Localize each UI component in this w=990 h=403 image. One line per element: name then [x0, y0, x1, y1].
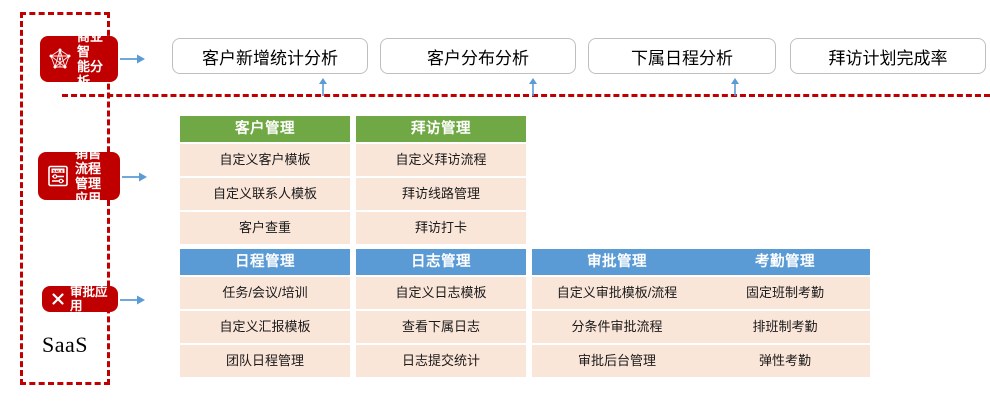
svg-text:SALE: SALE: [53, 168, 64, 173]
card-schedule-management[interactable]: 日程管理 任务/会议/培训 自定义汇报模板 团队日程管理: [180, 249, 350, 377]
card-item[interactable]: 日志提交统计: [356, 343, 526, 377]
card-item[interactable]: 自定义联系人模板: [180, 176, 350, 210]
arrow-bi-to-buttons: [120, 52, 146, 64]
badge-label: 商业智 能分析: [77, 29, 104, 89]
card-item[interactable]: 自定义拜访流程: [356, 142, 526, 176]
card-approval-management[interactable]: 审批管理 自定义审批模板/流程 分条件审批流程 审批后台管理: [532, 249, 702, 377]
card-item[interactable]: 查看下属日志: [356, 309, 526, 343]
badge-label: 销售流程 管理应用: [75, 146, 102, 206]
card-title: 日程管理: [180, 249, 350, 275]
badge-business-intelligence[interactable]: 商业智 能分析: [40, 29, 118, 89]
card-title: 考勤管理: [700, 249, 870, 275]
card-log-management[interactable]: 日志管理 自定义日志模板 查看下属日志 日志提交统计: [356, 249, 526, 377]
card-item[interactable]: 弹性考勤: [700, 343, 870, 377]
card-item[interactable]: 自定义审批模板/流程: [532, 275, 702, 309]
card-item[interactable]: 任务/会议/培训: [180, 275, 350, 309]
card-item[interactable]: 分条件审批流程: [532, 309, 702, 343]
card-attendance-management[interactable]: 考勤管理 固定班制考勤 排班制考勤 弹性考勤: [700, 249, 870, 377]
arrow-up-button-3: [729, 78, 741, 96]
card-title: 客户管理: [180, 116, 350, 142]
analysis-button-4[interactable]: 拜访计划完成率: [790, 38, 986, 74]
card-item[interactable]: 排班制考勤: [700, 309, 870, 343]
analysis-button-1[interactable]: 客户新增统计分析: [172, 38, 368, 74]
card-item[interactable]: 自定义汇报模板: [180, 309, 350, 343]
badge-approval[interactable]: 审批应用: [42, 285, 118, 313]
analysis-button-label: 拜访计划完成率: [828, 48, 948, 68]
arrow-sales-to-cards: [122, 170, 148, 182]
analysis-button-3[interactable]: 下属日程分析: [588, 38, 776, 74]
card-item[interactable]: 固定班制考勤: [700, 275, 870, 309]
arrow-up-button-1: [317, 78, 329, 96]
analysis-button-label: 下属日程分析: [631, 48, 733, 68]
card-visit-management[interactable]: 拜访管理 自定义拜访流程 拜访线路管理 拜访打卡: [356, 116, 526, 244]
card-item[interactable]: 拜访打卡: [356, 210, 526, 244]
network-graph-icon: [48, 47, 72, 71]
analysis-button-label: 客户分布分析: [427, 48, 529, 68]
badge-label: 审批应用: [70, 285, 108, 313]
arrow-up-button-2: [527, 78, 539, 96]
badge-sales-process[interactable]: SALE 销售流程 管理应用: [38, 146, 120, 206]
cross-scissors-icon: [50, 291, 66, 307]
card-item[interactable]: 拜访线路管理: [356, 176, 526, 210]
card-title: 拜访管理: [356, 116, 526, 142]
card-title: 日志管理: [356, 249, 526, 275]
card-title: 审批管理: [532, 249, 702, 275]
saas-label: SaaS: [42, 332, 88, 357]
card-item[interactable]: 审批后台管理: [532, 343, 702, 377]
saas-horizontal-divider: [62, 94, 990, 97]
analysis-button-label: 客户新增统计分析: [202, 48, 338, 68]
card-item[interactable]: 自定义日志模板: [356, 275, 526, 309]
sale-document-icon: SALE: [46, 164, 70, 188]
card-item[interactable]: 自定义客户模板: [180, 142, 350, 176]
arrow-approval-to-cards: [120, 293, 146, 305]
analysis-button-2[interactable]: 客户分布分析: [380, 38, 576, 74]
card-item[interactable]: 团队日程管理: [180, 343, 350, 377]
card-item[interactable]: 客户查重: [180, 210, 350, 244]
card-customer-management[interactable]: 客户管理 自定义客户模板 自定义联系人模板 客户查重: [180, 116, 350, 244]
